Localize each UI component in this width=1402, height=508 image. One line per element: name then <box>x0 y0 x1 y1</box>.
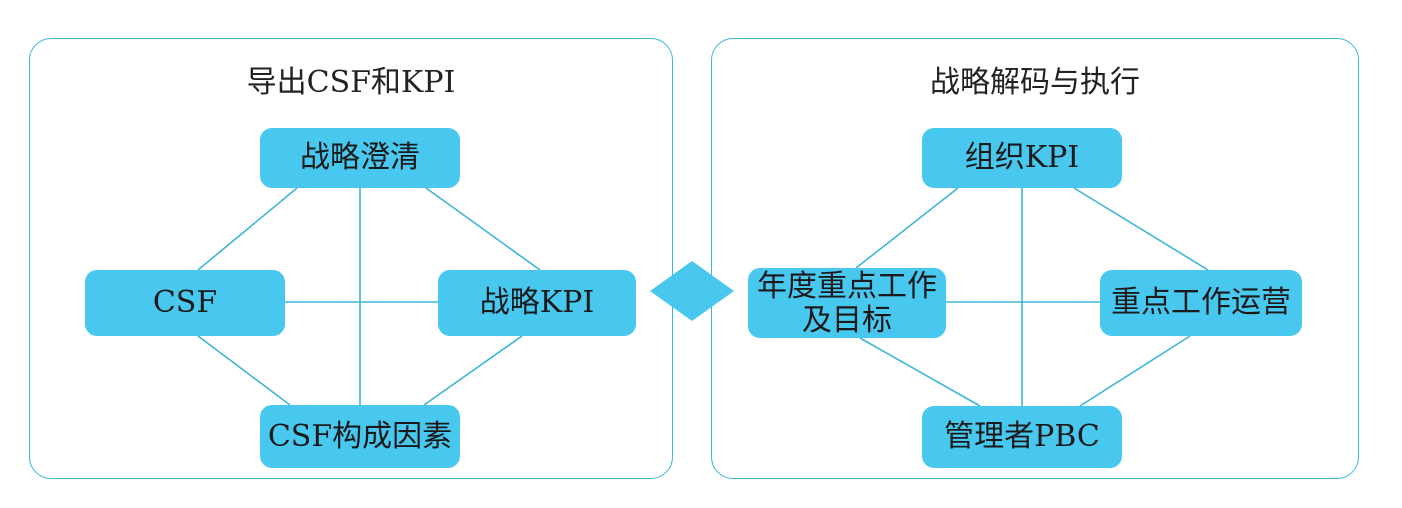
right-panel-title: 战略解码与执行 <box>930 65 1140 100</box>
node-manager-pbc: 管理者PBC <box>922 406 1122 468</box>
node-org-kpi: 组织KPI <box>922 128 1122 188</box>
node-key-work-operation: 重点工作运营 <box>1100 270 1302 336</box>
node-annual-key-work: 年度重点工作 及目标 <box>748 268 946 338</box>
left-panel-title: 导出CSF和KPI <box>246 65 456 100</box>
node-strategy-clarification: 战略澄清 <box>260 128 460 188</box>
node-strategic-kpi: 战略KPI <box>438 270 636 336</box>
node-csf-factors: CSF构成因素 <box>260 405 460 468</box>
diamond-connector-icon <box>650 261 734 321</box>
right-panel: 战略解码与执行 <box>711 38 1359 479</box>
node-csf: CSF <box>85 270 285 336</box>
